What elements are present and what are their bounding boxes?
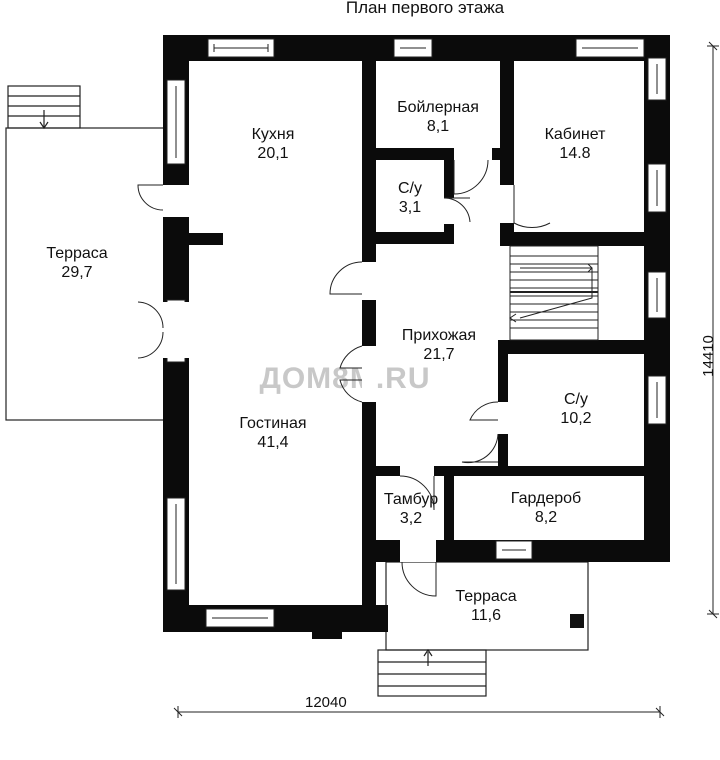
room-name-wc-small: С/у [398, 180, 422, 197]
room-name-hall: Прихожая [402, 327, 476, 344]
stairs [509, 245, 599, 341]
terrace-bottom-outline [377, 561, 589, 697]
room-name-study: Кабинет [545, 126, 607, 143]
room-area-study: 14.8 [559, 145, 590, 162]
doors [137, 148, 551, 597]
dimension-lines [173, 41, 719, 718]
room-name-kitchen: Кухня [252, 126, 295, 143]
room-name-vestibule: Тамбур [384, 491, 438, 508]
room-name-boiler: Бойлерная [397, 99, 479, 116]
post [570, 614, 584, 628]
room-area-boiler: 8,1 [427, 118, 449, 135]
room-name-terrace-bottom: Терраса [455, 588, 516, 605]
height-dimension: 14410 [700, 335, 717, 377]
room-name-bath: С/у [564, 391, 588, 408]
room-name-terrace-left: Терраса [46, 245, 107, 262]
room-name-living: Гостиная [239, 415, 306, 432]
room-area-wardrobe: 8,2 [535, 509, 557, 526]
room-area-vestibule: 3,2 [400, 510, 422, 527]
room-area-terrace-left: 29,7 [61, 264, 92, 281]
room-area-terrace-bottom: 11,6 [471, 607, 501, 624]
room-area-hall: 21,7 [423, 346, 454, 363]
room-area-wc-small: 3,1 [399, 199, 421, 216]
room-area-living: 41,4 [257, 434, 288, 451]
room-name-wardrobe: Гардероб [511, 490, 581, 507]
width-dimension: 12040 [305, 694, 347, 711]
room-area-bath: 10,2 [560, 410, 591, 427]
room-labels: Кухня 20,1 Бойлерная 8,1 Кабинет 14.8 С/… [46, 99, 606, 624]
plan-title: План первого этажа [346, 0, 505, 17]
room-area-kitchen: 20,1 [257, 145, 288, 162]
